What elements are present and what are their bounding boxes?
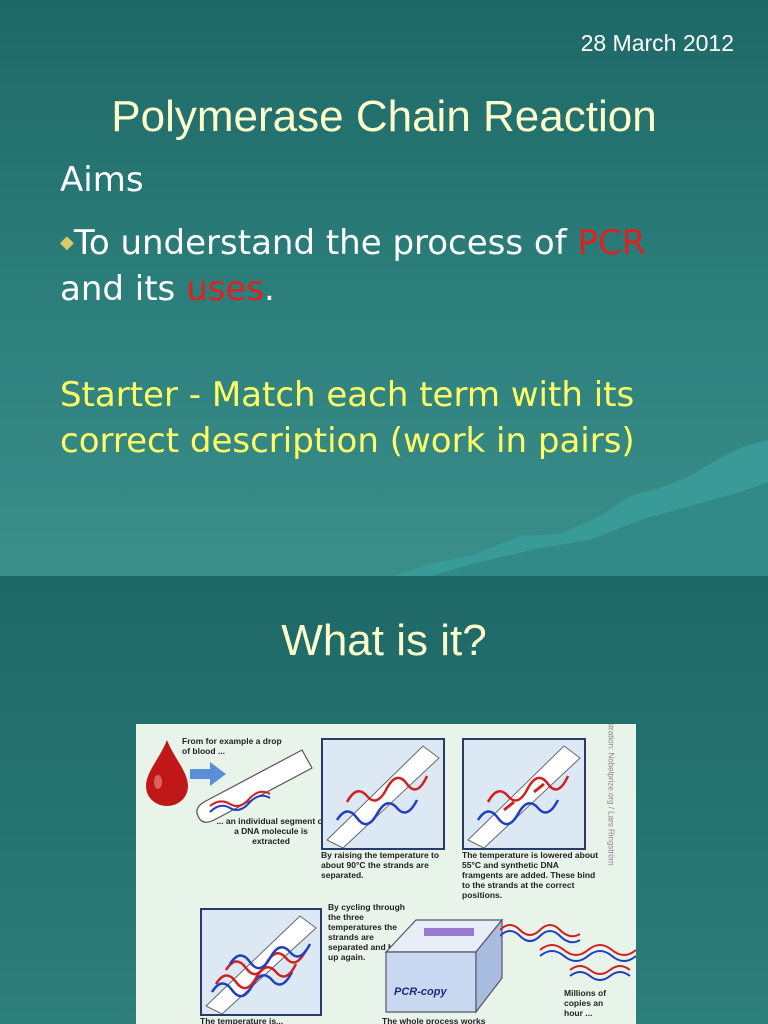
caption-cycle: By cycling through the three temperature… <box>328 902 406 962</box>
dna-strands-icon <box>205 915 317 1015</box>
pcr-highlight: PCR <box>577 223 646 263</box>
pcr-machine-icon <box>384 918 504 1014</box>
slide-title: What is it? <box>281 616 487 665</box>
slide-date: 28 March 2012 <box>580 30 734 56</box>
caption-segment: ... an individual segment of a DNA molec… <box>216 816 326 846</box>
aims-bullet: ◆To understand the process of PCR and it… <box>60 223 646 309</box>
diamond-bullet-icon: ◆ <box>60 232 74 253</box>
arrow-right-icon <box>190 762 226 786</box>
illustration-credit: Illustration: Nobelprize.org / Lars Ring… <box>606 724 616 866</box>
caption-bottom-left: The temperature is... <box>200 1016 284 1024</box>
starter-text: Starter - Match each term with its corre… <box>60 375 635 461</box>
dna-strands-icon <box>467 745 581 849</box>
uses-highlight: uses <box>186 269 264 309</box>
blood-drop-icon <box>146 740 188 806</box>
dna-copies-icon <box>500 924 636 981</box>
panel-extension <box>200 908 322 1016</box>
caption-raise: By raising the temperature to about 90°C… <box>321 850 440 880</box>
caption-millions: Millions of copies an hour ... <box>564 988 607 1018</box>
machine-label: PCR-copy <box>394 986 447 998</box>
mountain-decoration <box>395 440 768 576</box>
panel-separation <box>321 738 445 850</box>
test-tube-icon <box>196 749 313 823</box>
caption-blood: From for example a drop of blood ... <box>182 736 282 756</box>
caption-whole: The whole process works <box>382 1016 486 1024</box>
pcr-illustration: From for example a drop of blood ... ...… <box>136 724 636 1024</box>
aims-heading: Aims <box>60 160 144 200</box>
slide-2: What is it? From for example a drop of b… <box>0 576 768 1024</box>
slide-title: Polymerase Chain Reaction <box>111 92 657 141</box>
panel-annealing <box>462 738 586 850</box>
caption-lower: The temperature is lowered about 55°C an… <box>462 850 599 900</box>
slide-1: 28 March 2012 Polymerase Chain Reaction … <box>0 0 768 576</box>
dna-strands-icon <box>326 745 440 849</box>
